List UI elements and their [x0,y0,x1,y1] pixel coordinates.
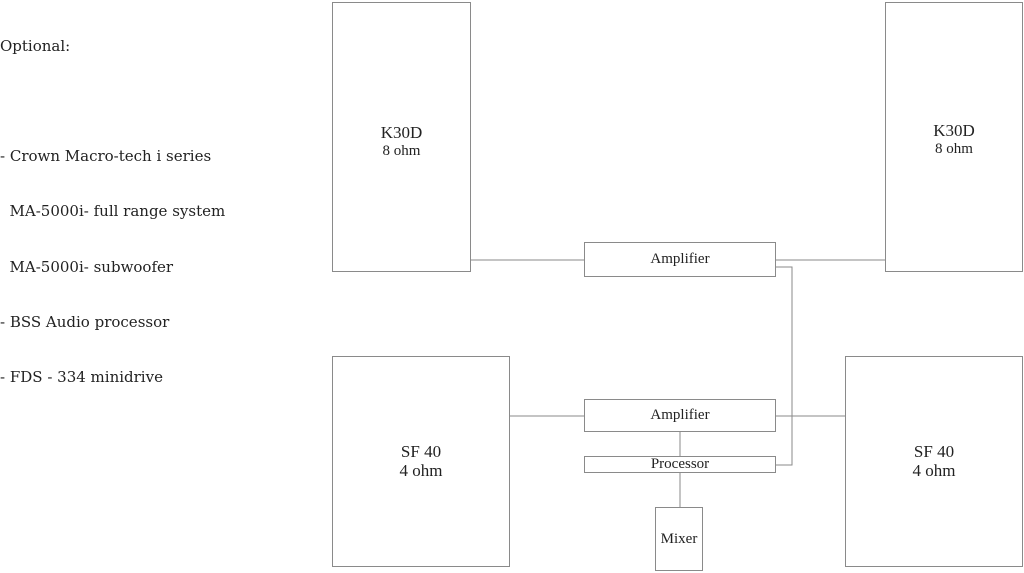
notes-item: - BSS Audio processor [0,312,170,331]
amplifier-label: Amplifier [650,407,710,423]
optional-notes: Optional: - Crown Macro-tech i series MA… [0,0,225,405]
speaker-impedance-label: 4 ohm [399,461,443,480]
speaker-k30d-right: K30D 8 ohm [885,2,1023,272]
notes-item: MA-5000i- subwoofer [0,257,174,276]
notes-spacer [0,92,225,110]
notes-item: - Crown Macro-tech i series [0,147,212,166]
notes-heading: Optional: [0,36,71,55]
mixer-box: Mixer [655,507,703,571]
processor-box: Processor [584,456,776,473]
speaker-model-label: K30D [933,121,975,140]
speaker-k30d-left: K30D 8 ohm [332,2,471,272]
speaker-model-label: SF 40 [400,442,442,461]
speaker-impedance-label: 8 ohm [382,143,421,159]
amplifier-bottom: Amplifier [584,399,776,432]
amplifier-top: Amplifier [584,242,776,277]
amplifier-label: Amplifier [650,251,710,267]
mixer-label: Mixer [660,531,698,547]
wire-processor-to-top-amplifier [776,266,793,466]
notes-item: MA-5000i- full range system [0,202,226,221]
speaker-model-label: SF 40 [913,442,955,461]
notes-item: - FDS - 334 minidrive [0,368,163,387]
speaker-model-label: K30D [380,123,423,142]
speaker-sf40-left: SF 40 4 ohm [332,356,510,567]
speaker-impedance-label: 8 ohm [935,141,973,157]
speaker-impedance-label: 4 ohm [912,461,956,480]
processor-label: Processor [650,456,710,472]
speaker-sf40-right: SF 40 4 ohm [845,356,1023,567]
